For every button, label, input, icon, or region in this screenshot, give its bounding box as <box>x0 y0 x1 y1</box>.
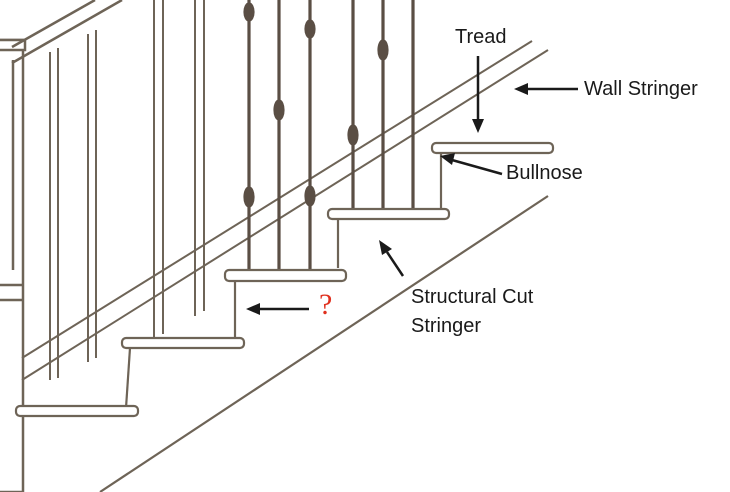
treads <box>14 141 555 418</box>
arrow-riser-icon <box>246 303 309 315</box>
wall-stringer-label: Wall Stringer <box>584 78 698 100</box>
structural-cut-stringer-label: Structural Cut <box>411 286 534 308</box>
arrow-bullnose-icon <box>440 153 503 176</box>
question-mark-label: ? <box>319 288 333 321</box>
tread-4 <box>326 207 451 221</box>
tread-5 <box>430 141 555 155</box>
structural-cut-stringer-label-line2: Stringer <box>411 315 482 337</box>
bullnose-label: Bullnose <box>506 162 583 184</box>
tread-1 <box>14 404 140 418</box>
arrow-structural-stringer-icon <box>379 240 405 277</box>
arrow-tread-icon <box>472 56 484 133</box>
tread-label: Tread <box>455 26 507 48</box>
white-balusters <box>49 0 205 380</box>
iron-balusters <box>243 0 415 271</box>
tread-2 <box>120 336 246 350</box>
arrow-wall-stringer-icon <box>514 83 578 95</box>
structural-cut-stringer <box>99 195 549 492</box>
handrail <box>11 0 123 65</box>
risers <box>124 153 443 409</box>
pointer-arrows <box>246 56 578 315</box>
tread-3 <box>223 268 348 283</box>
wall-stringer <box>21 40 549 381</box>
newel-post <box>0 38 27 492</box>
